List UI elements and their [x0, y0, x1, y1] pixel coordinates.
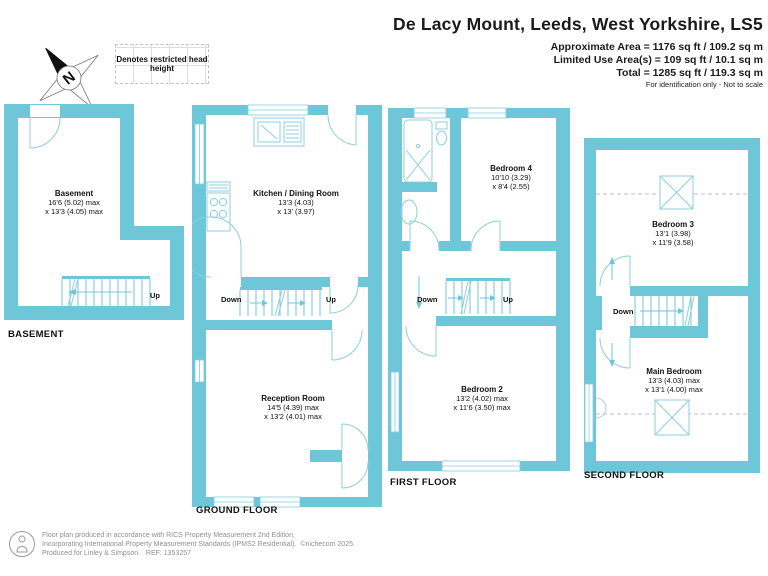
first-up-label: Up — [503, 295, 513, 304]
page-title: De Lacy Mount, Leeds, West Yorkshire, LS… — [393, 14, 763, 34]
basement-floor-label: BASEMENT — [8, 329, 64, 340]
compass-circle — [56, 65, 82, 91]
basement-door-arc — [29, 117, 61, 149]
footer-line2: Incorporating International Property Mea… — [42, 541, 355, 548]
first-down-label: Down — [417, 295, 438, 304]
basement-door-opening — [30, 105, 60, 117]
first-floor-label: FIRST FLOOR — [390, 477, 457, 488]
wash-basin — [400, 199, 418, 225]
room-label-bedroom3: Bedroom 3 13'1 (3.98) x 11'9 (3.58) — [652, 220, 694, 247]
approximate-area: Approximate Area = 1176 sq ft / 109.2 sq… — [550, 41, 763, 53]
basement-up-label: Up — [150, 291, 160, 300]
kitchen-sink-unit — [253, 117, 305, 147]
identification-note: For identification only - Not to scale — [645, 80, 763, 89]
room-label-bedroom4: Bedroom 4 10'10 (3.29) x 8'4 (2.55) — [490, 164, 532, 191]
room-label-bedroom2: Bedroom 2 13'2 (4.02) max x 11'6 (3.50) … — [453, 385, 511, 412]
first-stairs — [416, 276, 511, 315]
ground-door-arcs — [192, 114, 369, 489]
first-plan-svg — [388, 107, 570, 472]
restricted-head-height-legend: Denotes restricted head height — [115, 44, 209, 84]
ground-plan-svg — [192, 104, 382, 508]
legend-label: Denotes restricted head height — [116, 54, 208, 74]
room-label-kitchen: Kitchen / Dining Room 13'3 (4.03) x 13' … — [253, 189, 339, 216]
total-area: Total = 1285 sq ft / 119.3 sq m — [616, 67, 763, 79]
compass-rose: N — [39, 47, 99, 109]
second-door-arcs — [599, 255, 631, 369]
second-left-wall-details — [584, 383, 607, 443]
second-down-label: Down — [613, 307, 634, 316]
ground-stairs — [239, 287, 322, 317]
ground-floor-label: GROUND FLOOR — [196, 505, 278, 516]
footer-line3: Produced for Linley & Simpson. REF: 1353… — [42, 550, 192, 557]
ground-up-label: Up — [326, 295, 336, 304]
first-door-arcs — [405, 220, 501, 357]
first-walls — [388, 108, 570, 471]
ground-down-label: Down — [221, 295, 242, 304]
bath-tub — [403, 119, 433, 183]
room-label-reception: Reception Room 14'5 (4.39) max x 13'2 (4… — [261, 394, 325, 421]
skylight-main-bedroom — [654, 399, 690, 436]
ground-walls — [192, 105, 382, 507]
ground-windows — [194, 104, 356, 508]
kitchen-hob — [206, 181, 231, 232]
restricted-head-height-lines — [596, 193, 748, 415]
basement-stairs — [61, 276, 151, 307]
skylight-bedroom3 — [659, 175, 694, 210]
room-label-basement: Basement 16'6 (5.02) max x 13'3 (4.05) m… — [45, 189, 103, 216]
footer-line1: Floor plan produced in accordance with R… — [42, 532, 295, 539]
second-plan-svg — [584, 138, 760, 473]
second-stairs — [609, 257, 695, 367]
first-windows — [390, 107, 521, 472]
person-icon — [9, 531, 35, 557]
room-label-main-bedroom: Main Bedroom 13'3 (4.03) max x 13'1 (4.0… — [645, 367, 703, 394]
limited-use-area: Limited Use Area(s) = 109 sq ft / 10.1 s… — [553, 54, 763, 66]
toilet — [435, 121, 448, 146]
basement-plan-svg — [4, 104, 184, 320]
stairs-up-arrow — [68, 289, 76, 295]
footer-disclaimer: Floor plan produced in accordance with R… — [42, 531, 355, 558]
second-floor-label: SECOND FLOOR — [584, 470, 665, 481]
